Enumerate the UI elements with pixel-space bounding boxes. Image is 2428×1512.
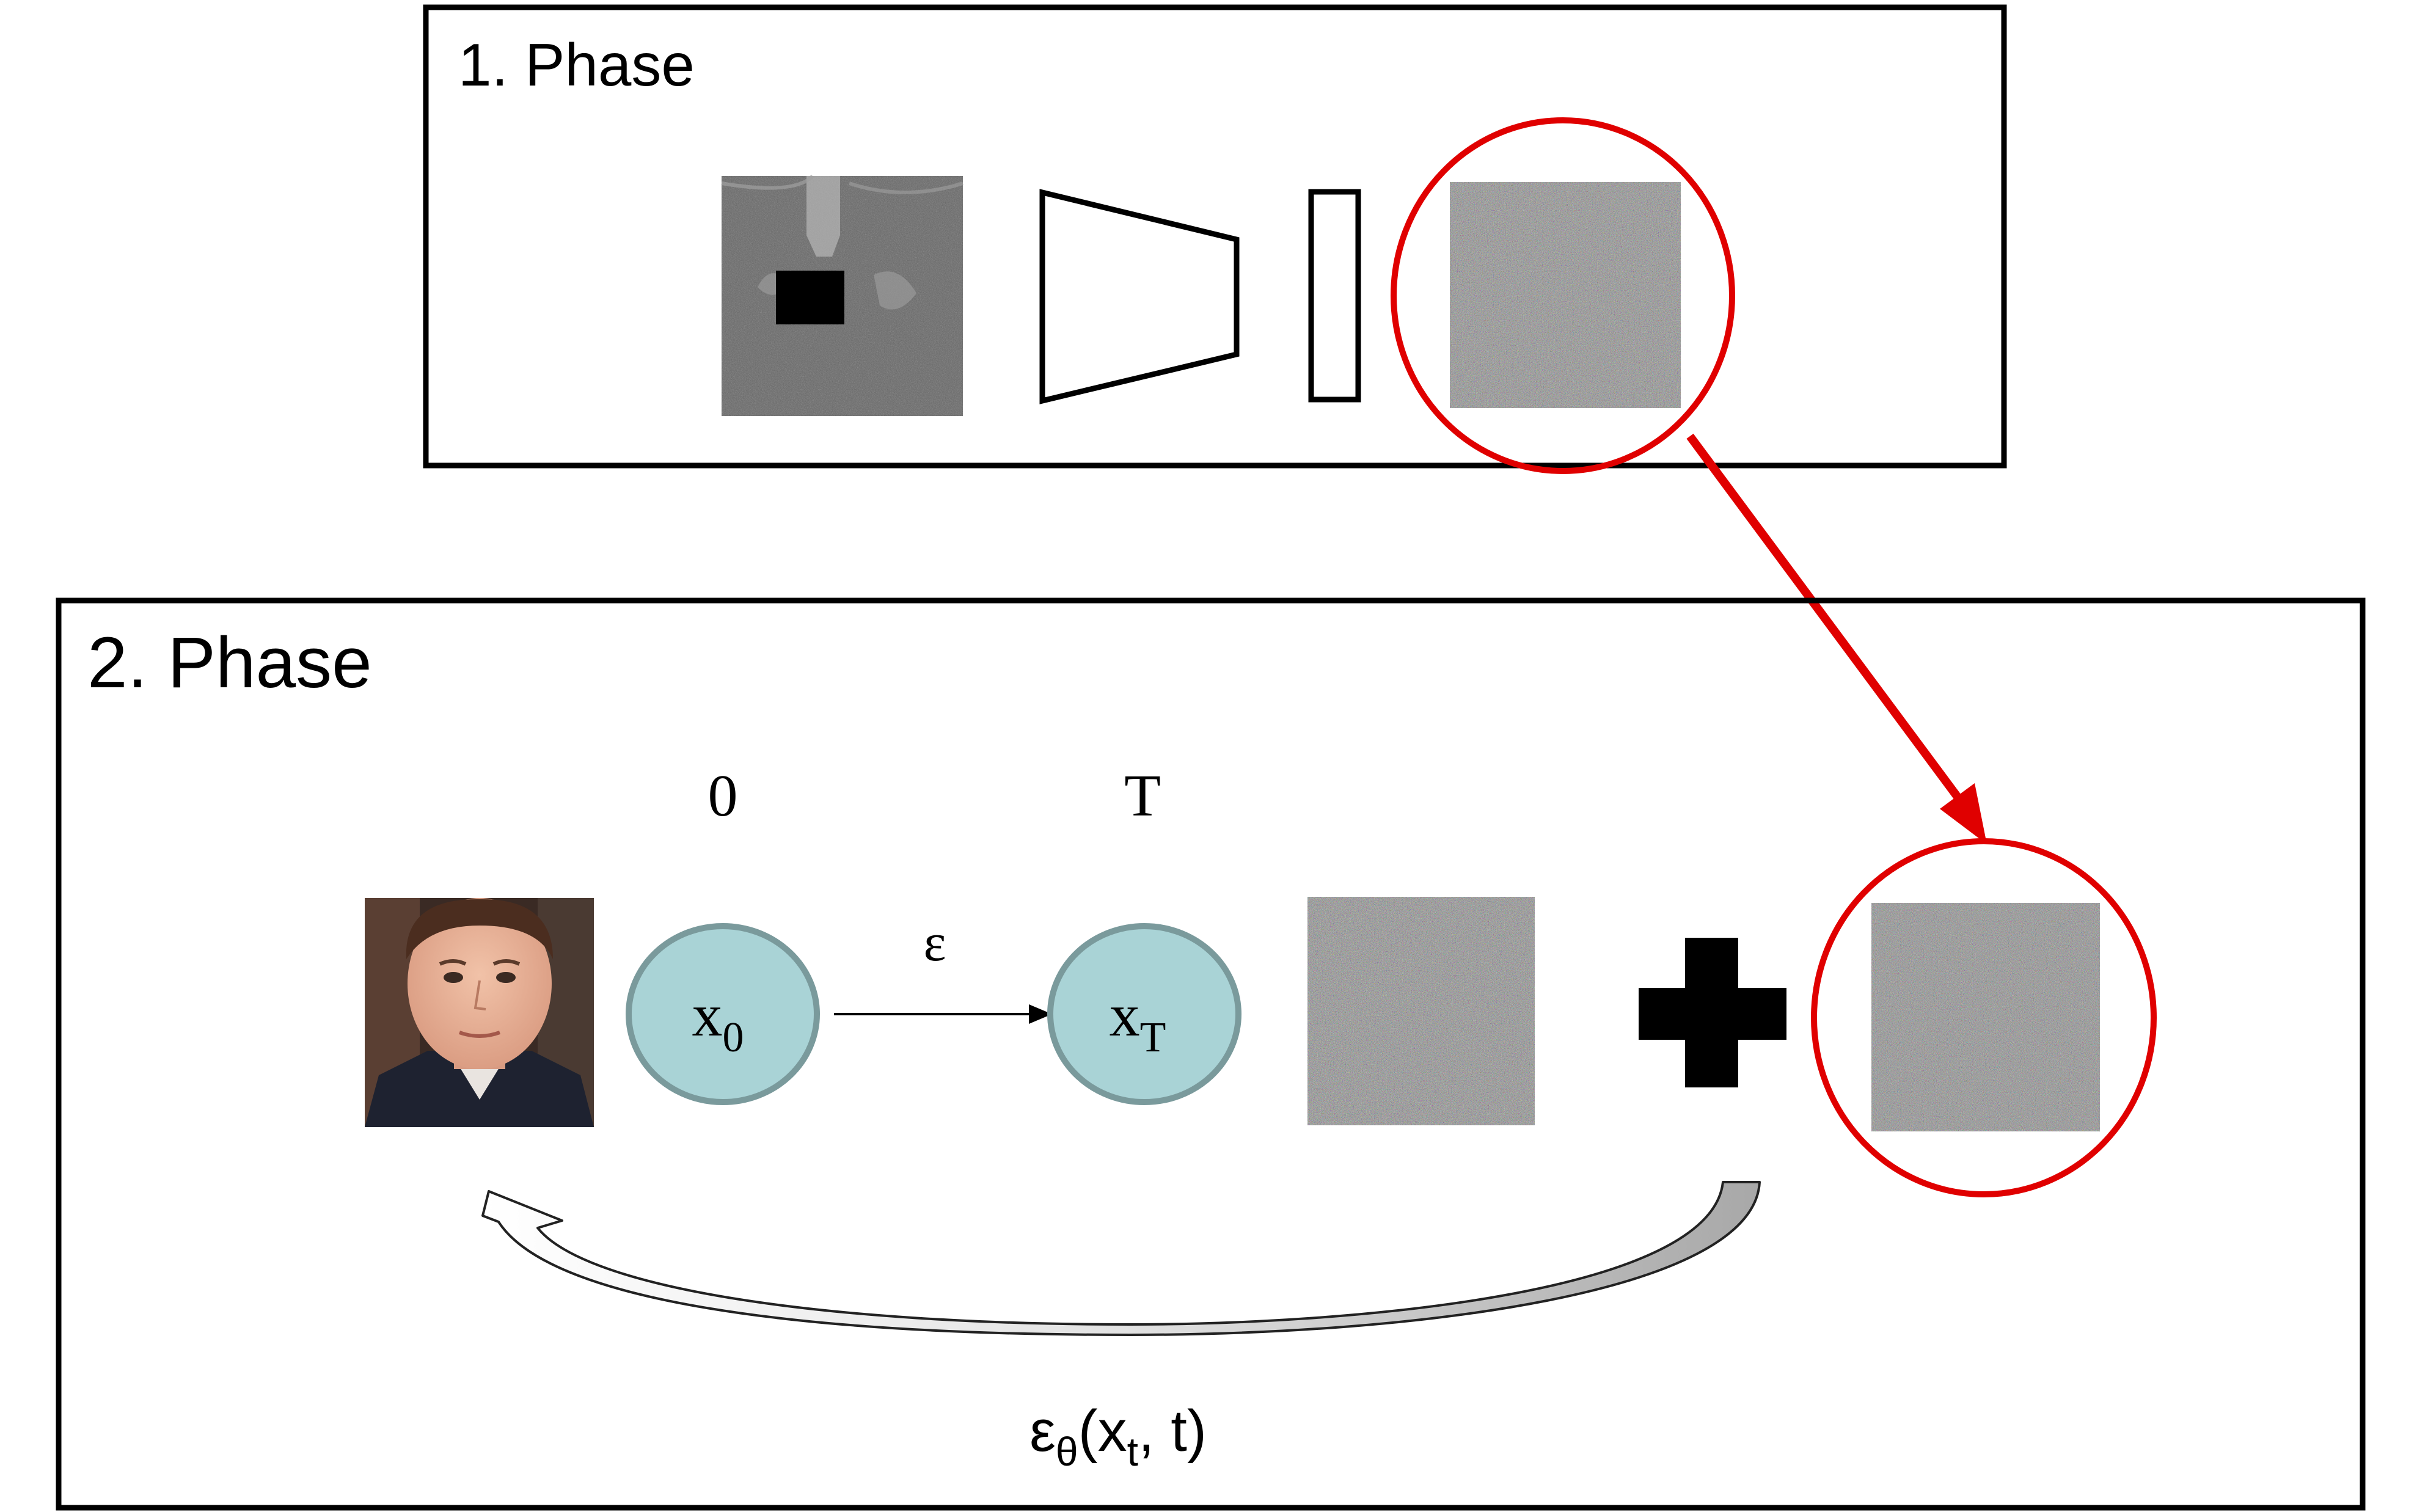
step-end-label: T xyxy=(1124,763,1161,829)
denoising-return-arrow xyxy=(481,1181,1761,1336)
masked-input-image xyxy=(721,174,964,416)
phase1-panel: 1. Phase xyxy=(423,4,2007,474)
phase1-highlight-circle xyxy=(1391,117,1735,474)
sampled-noise-image xyxy=(1307,897,1535,1125)
forward-diffusion-arrow xyxy=(834,1004,1052,1024)
transferred-noise-image xyxy=(1871,903,2100,1131)
svg-text:xT: xT xyxy=(1110,981,1166,1061)
phase2-highlight-circle xyxy=(1811,838,2157,1197)
node-x0-base: x xyxy=(692,981,723,1049)
node-xT-sub: T xyxy=(1140,1014,1166,1061)
latent-bar xyxy=(1308,189,1361,403)
noise-symbol: ε xyxy=(924,913,946,973)
node-x0: x0 xyxy=(626,923,820,1105)
phase1-title: 1. Phase xyxy=(458,31,695,98)
mask-rectangle xyxy=(776,271,844,324)
encoder-trapezoid xyxy=(1039,189,1240,404)
plus-icon xyxy=(1639,938,1786,1087)
face-photo xyxy=(365,898,594,1127)
phase2-title: 2. Phase xyxy=(87,623,372,703)
node-xT-base: x xyxy=(1110,981,1140,1049)
phase1-frame xyxy=(423,4,2007,469)
step-start-label: 0 xyxy=(708,763,738,829)
node-xT: xT xyxy=(1047,923,1241,1105)
model-label: εθ(xt, t) xyxy=(1029,1398,1207,1474)
phase2-panel: 2. Phase 0 T x0 xyxy=(56,597,2366,1511)
phase2-frame xyxy=(56,597,2366,1511)
node-x0-sub: 0 xyxy=(723,1014,744,1061)
transfer-arrow xyxy=(1686,433,1987,844)
phase1-noise-image xyxy=(1450,182,1681,408)
svg-text:x0: x0 xyxy=(692,981,744,1061)
